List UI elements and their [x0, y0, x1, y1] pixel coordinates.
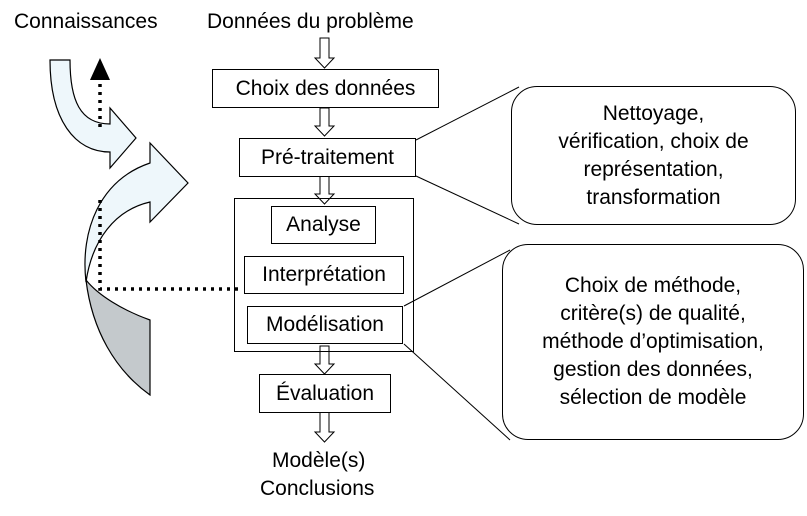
callout-modeling-line: Choix de méthode,	[564, 274, 742, 297]
callout-connectors	[403, 86, 520, 441]
callout-modeling-line: critère(s) de qualité,	[560, 302, 746, 325]
step-preprocessing: Pré-traitement	[239, 138, 416, 177]
callout-preprocessing-line: vérification, choix de	[558, 129, 749, 153]
flow-arrow-3	[313, 175, 336, 205]
step-preprocessing-label: Pré-traitement	[260, 145, 395, 169]
knowledge-arrow	[49, 59, 137, 170]
step-modeling-label: Modélisation	[266, 313, 384, 336]
knowledge-label: Connaissances	[14, 10, 158, 33]
step-analysis: Analyse	[271, 206, 376, 244]
step-evaluation: Évaluation	[259, 374, 391, 413]
step-data-selection-label: Choix des données	[235, 76, 416, 100]
flow-arrow-2	[313, 107, 336, 137]
step-analysis-label: Analyse	[286, 213, 361, 236]
flow-arrows	[313, 37, 336, 443]
step-interpretation: Interprétation	[244, 256, 404, 294]
step-modeling: Modélisation	[247, 306, 403, 344]
analysis-group	[234, 198, 414, 352]
input-label: Données du problème	[207, 10, 414, 33]
output-models: Modèle(s)	[272, 449, 366, 472]
feedback-dotted-line	[98, 200, 238, 291]
callout-modeling-line: méthode d’optimisation,	[542, 330, 764, 353]
callout-preprocessing-line: Nettoyage,	[602, 101, 705, 125]
flow-arrow-4	[313, 345, 336, 375]
flow-arrow-1	[313, 37, 336, 69]
flow-arrow-5	[313, 411, 336, 443]
output-conclusions: Conclusions	[260, 477, 375, 500]
feedback-arrowhead	[90, 58, 110, 80]
callout-preprocessing-line: représentation,	[583, 157, 724, 181]
curved-arrow-shadow	[85, 277, 151, 397]
callout-preprocessing-line: transformation	[586, 185, 721, 209]
callout-modeling: Choix de méthode, critère(s) de qualité,…	[502, 244, 804, 440]
callout-modeling-line: gestion des données,	[553, 358, 753, 381]
step-evaluation-label: Évaluation	[275, 381, 375, 405]
step-data-selection: Choix des données	[212, 69, 439, 108]
callout-preprocessing: Nettoyage, vérification, choix de représ…	[511, 86, 796, 225]
curved-arrow-main	[84, 141, 189, 283]
step-interpretation-label: Interprétation	[262, 263, 386, 286]
callout-modeling-line: sélection de modèle	[559, 386, 747, 409]
